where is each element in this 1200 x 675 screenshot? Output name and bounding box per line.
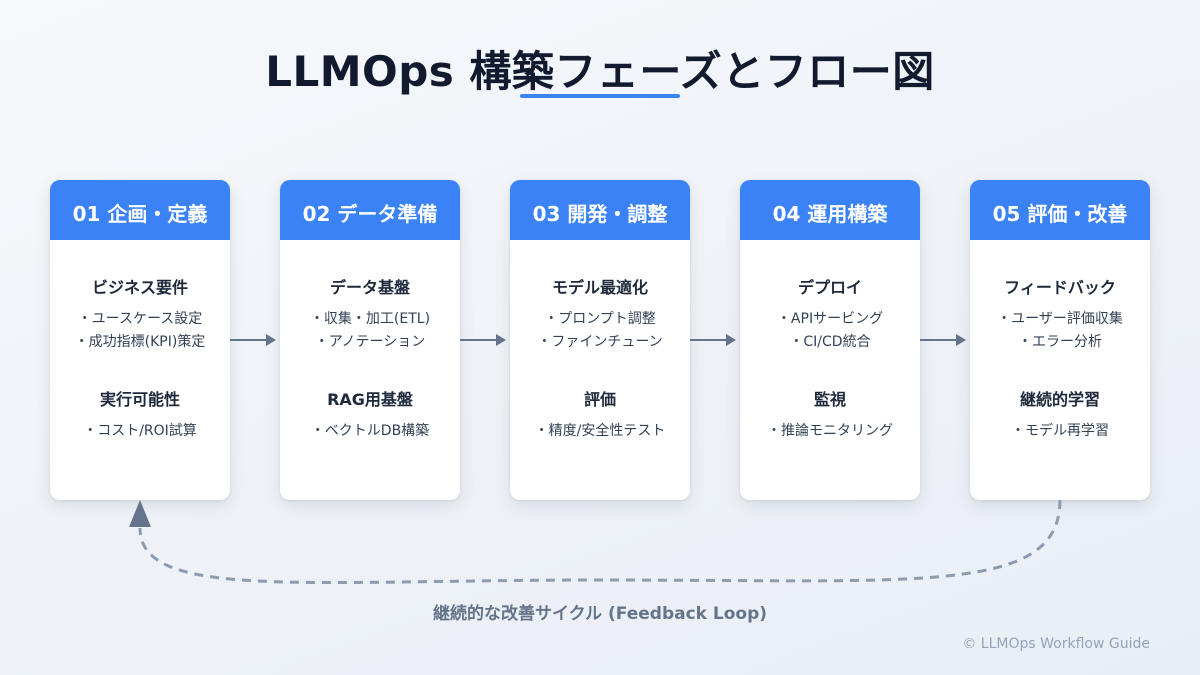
section-heading: RAG用基盤 [327, 390, 413, 409]
phase-card-01: 01 企画・定義 ビジネス要件 ・ユースケース設定 ・成功指標(KPI)策定 実… [50, 180, 230, 500]
phase-header: 02 データ準備 [280, 180, 460, 240]
bullet-item: ・APIサービング [776, 311, 884, 327]
section-heading: 継続的学習 [1019, 390, 1100, 409]
bullet-item: ・ベクトルDB構築 [310, 423, 430, 439]
phase-card-02: 02 データ準備 データ基盤 ・収集・加工(ETL) ・アノテーション RAG用… [280, 180, 460, 500]
feedback-loop-label: 継続的な改善サイクル (Feedback Loop) [432, 604, 768, 624]
bullet-item: ・アノテーション [314, 334, 426, 350]
phase-header: 03 開発・調整 [510, 180, 690, 240]
section-heading: モデル最適化 [551, 278, 648, 297]
section-heading: 実行可能性 [99, 390, 180, 409]
flow-arrow-icon [460, 334, 506, 346]
phase-header: 04 運用構築 [740, 180, 920, 240]
phase-header: 01 企画・定義 [50, 180, 230, 240]
section-heading: 監視 [813, 390, 846, 409]
phase-card-03: 03 開発・調整 モデル最適化 ・プロンプト調整 ・ファインチューン 評価 ・精… [510, 180, 690, 500]
phase-header: 05 評価・改善 [970, 180, 1150, 240]
section-heading: データ基盤 [329, 278, 410, 297]
bullet-item: ・ユースケース設定 [77, 311, 203, 327]
flow-arrow-icon [230, 334, 276, 346]
bullet-item: ・ユーザー評価収集 [997, 311, 1123, 327]
section-heading: フィードバック [1004, 278, 1116, 297]
bullet-item: ・ファインチューン [537, 334, 663, 350]
bullet-item: ・推論モニタリング [767, 423, 893, 439]
title-underline [520, 94, 680, 98]
bullet-item: ・コスト/ROI試算 [83, 423, 197, 439]
bullet-item: ・プロンプト調整 [544, 311, 656, 327]
bullet-item: ・CI/CD統合 [789, 334, 871, 350]
phase-card-05: 05 評価・改善 フィードバック ・ユーザー評価収集 ・エラー分析 継続的学習 … [970, 180, 1150, 500]
bullet-item: ・収集・加工(ETL) [309, 311, 431, 327]
phase-card-04: 04 運用構築 デプロイ ・APIサービング ・CI/CD統合 監視 ・推論モニ… [740, 180, 920, 500]
bullet-item: ・成功指標(KPI)策定 [74, 334, 206, 350]
section-heading: 評価 [583, 390, 616, 409]
bullet-item: ・モデル再学習 [1011, 423, 1109, 439]
bullet-item: ・精度/安全性テスト [534, 423, 666, 439]
section-heading: デプロイ [797, 278, 862, 297]
page-title: LLMOps 構築フェーズとフロー図 [265, 47, 935, 96]
flow-arrow-icon [920, 334, 966, 346]
flow-arrow-icon [690, 334, 736, 346]
bullet-item: ・エラー分析 [1018, 334, 1102, 350]
section-heading: ビジネス要件 [91, 278, 188, 297]
credit-text: © LLMOps Workflow Guide [962, 636, 1150, 652]
